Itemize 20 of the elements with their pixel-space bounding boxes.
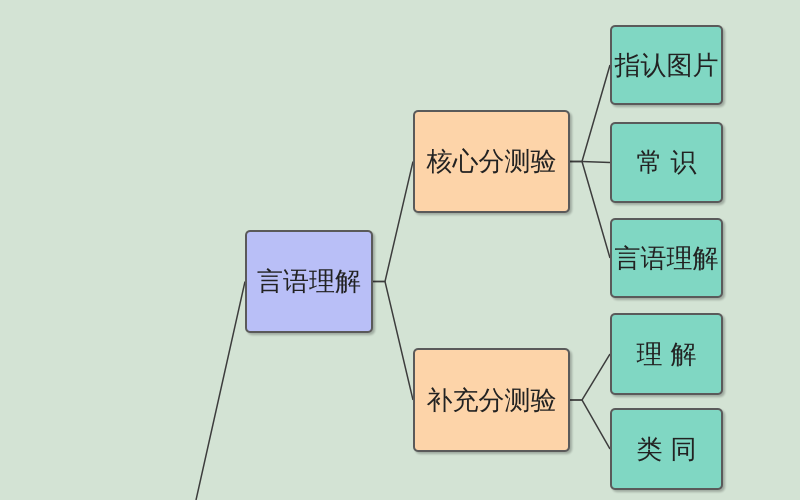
node-label: 理 解	[636, 338, 697, 372]
mind-map-node	[413, 348, 570, 452]
mind-map-node	[610, 218, 723, 298]
mind-map-node	[610, 25, 723, 105]
node-label: 常 识	[636, 147, 697, 180]
mind-map-node	[413, 110, 570, 213]
mind-map-node	[245, 230, 373, 333]
node-label: 补充分测验	[426, 384, 556, 418]
connector-line	[570, 160, 611, 258]
node-label: 核心分测验	[426, 146, 556, 179]
node-label: 言语理解	[257, 266, 361, 299]
connector-line	[373, 280, 414, 400]
connector-line	[570, 399, 611, 450]
mind-map-node	[610, 313, 723, 395]
node-label: 言语理解	[614, 242, 718, 276]
mind-map-node	[610, 122, 723, 203]
node-label: 类 同	[636, 434, 697, 466]
connector-line	[195, 281, 246, 500]
node-label: 指认图片	[614, 50, 718, 82]
mind-map-node	[610, 408, 723, 490]
